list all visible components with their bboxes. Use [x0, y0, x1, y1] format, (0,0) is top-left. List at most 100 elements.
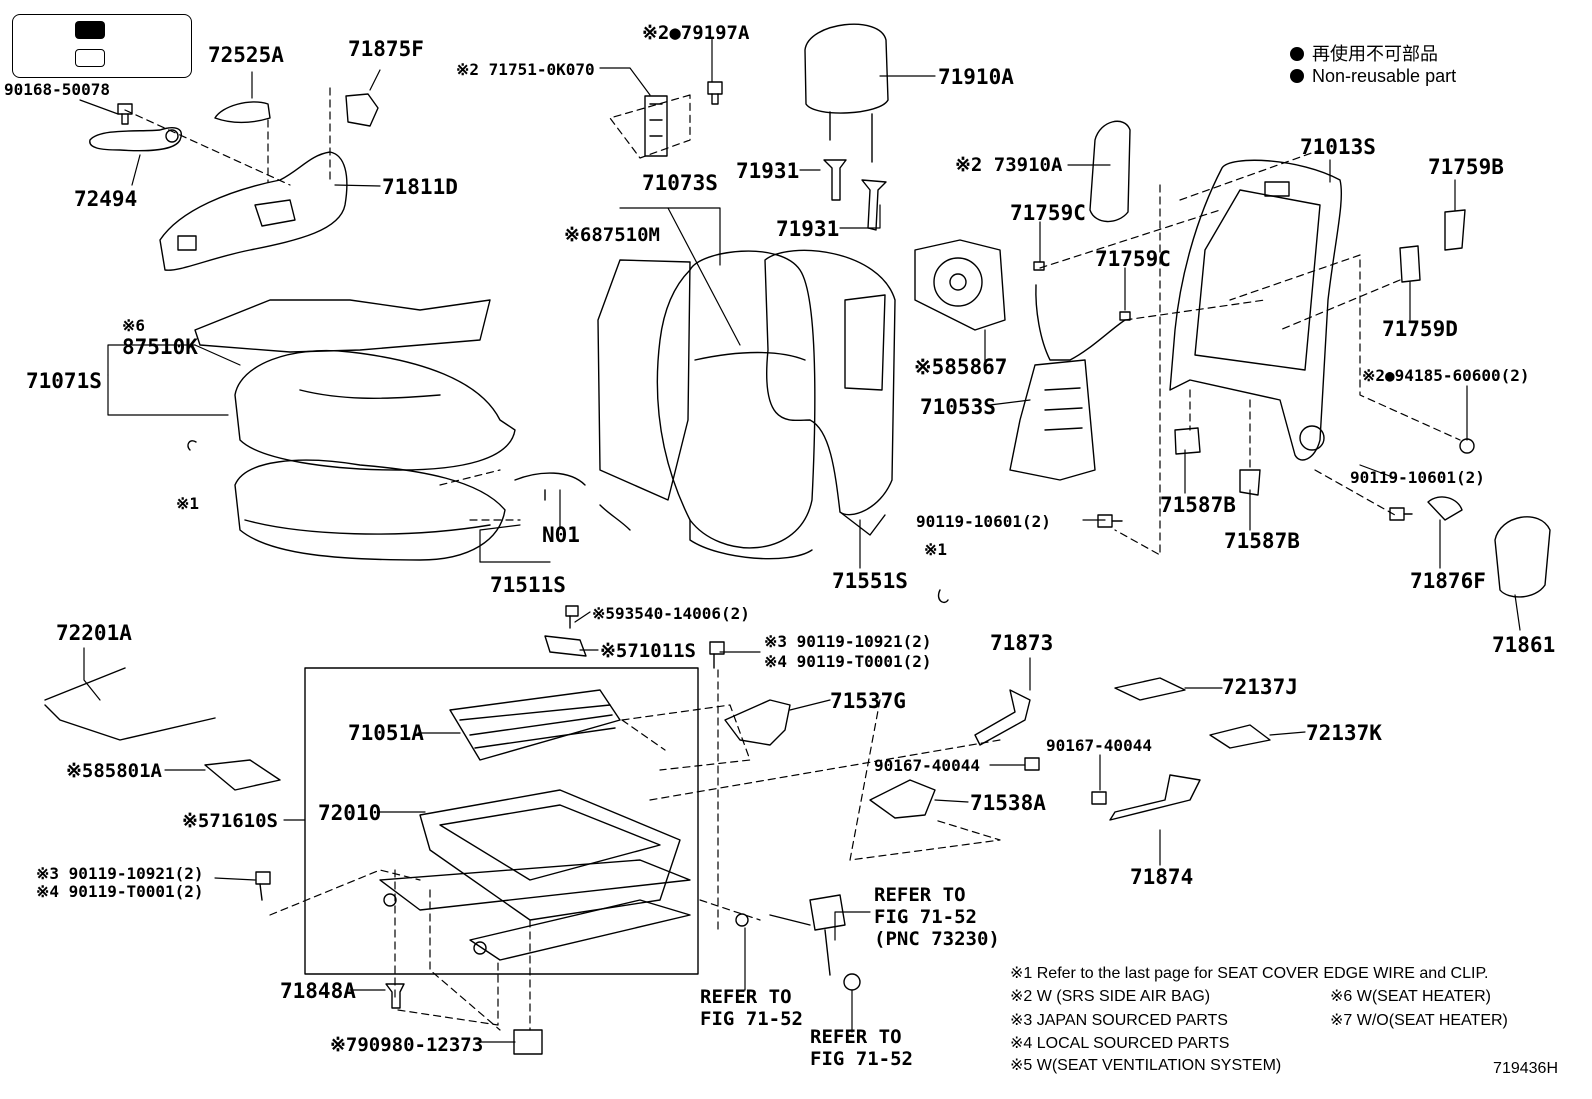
- label-85867: ※585867: [914, 355, 1008, 379]
- refer-to-1-pnc: (PNC 73230): [874, 928, 1000, 950]
- part-87510K: [194, 299, 491, 353]
- label-90167-40044-b: 90167-40044: [1046, 736, 1152, 755]
- part-85801A: [204, 759, 281, 791]
- part-93540: [565, 605, 579, 629]
- label-90119-10601-a: 90119-10601(2): [916, 512, 1051, 531]
- part-90167-b: [1091, 791, 1107, 805]
- label-71910A: 71910A: [938, 65, 1014, 89]
- part-71053S: [1009, 284, 1126, 481]
- note-2: ※2 W (SRS SIDE AIR BAG): [1010, 988, 1211, 1005]
- legend-jp-text: 再使用不可部品: [1312, 44, 1438, 64]
- refer-to-2-fig[interactable]: FIG 71-52: [700, 1008, 803, 1030]
- part-buckle: [769, 894, 861, 991]
- label-72525A: 72525A: [208, 43, 284, 67]
- refer-to-3-fig[interactable]: FIG 71-52: [810, 1048, 913, 1070]
- part-72201A: [44, 667, 216, 741]
- label-71876F: 71876F: [1410, 569, 1486, 593]
- part-72494: [89, 127, 182, 152]
- label-71071S: 71071S: [26, 369, 102, 393]
- label-71551S: 71551S: [832, 569, 908, 593]
- dashed-lines: [124, 87, 1461, 1031]
- part-71759D: [1399, 245, 1421, 283]
- label-93540-14006: ※593540-14006(2): [592, 604, 750, 623]
- label-79197A: ※2●79197A: [642, 22, 750, 44]
- label-72201A: 72201A: [56, 621, 132, 645]
- label-85801A: ※585801A: [66, 760, 162, 782]
- note-7: ※7 W/O(SEAT HEATER): [1330, 1012, 1508, 1029]
- legend-en: Non-reusable part: [1290, 66, 1456, 87]
- label-71051A: 71051A: [348, 721, 424, 745]
- label-90167-40044-a: 90167-40044: [874, 756, 980, 775]
- label-71759D: 71759D: [1382, 317, 1458, 341]
- part-71751: [644, 95, 668, 157]
- refer-to-2[interactable]: REFER TO: [700, 986, 792, 1008]
- part-71759C-a: [1033, 261, 1045, 271]
- part-72137J: [1114, 677, 1186, 701]
- label-71538A: 71538A: [970, 791, 1046, 815]
- label-72137K: 72137K: [1306, 721, 1382, 745]
- label-mark1-a: ※1: [176, 494, 200, 513]
- label-71011S: ※571011S: [600, 640, 696, 662]
- refer-to-1[interactable]: REFER TO: [874, 884, 966, 906]
- label-90119-10921-a: ※3 90119-10921(2): [764, 632, 932, 651]
- part-71759B: [1444, 209, 1466, 251]
- label-71861: 71861: [1492, 633, 1556, 657]
- label-72494: 72494: [74, 187, 138, 211]
- label-87510K-mark: ※6: [122, 316, 146, 335]
- label-71811D: 71811D: [382, 175, 458, 199]
- label-71759C-b: 71759C: [1095, 247, 1171, 271]
- note-3: ※3 JAPAN SOURCED PARTS: [1010, 1012, 1228, 1029]
- part-71861: [1494, 516, 1551, 598]
- part-85867: [914, 239, 1006, 331]
- key-filled-box: [75, 21, 105, 39]
- legend-en-text: Non-reusable part: [1312, 66, 1457, 86]
- label-71073S: 71073S: [642, 171, 718, 195]
- part-71071S: [234, 349, 516, 471]
- part-71587B-a: [1174, 427, 1201, 455]
- label-71759B: 71759B: [1428, 155, 1504, 179]
- part-71931-b: [861, 179, 887, 231]
- label-72010: 72010: [318, 801, 382, 825]
- label-71587B-b: 71587B: [1224, 529, 1300, 553]
- label-90119-10601-b: 90119-10601(2): [1350, 468, 1485, 487]
- label-90119-T0001-b: ※4 90119-T0001(2): [36, 882, 204, 901]
- label-71875F: 71875F: [348, 37, 424, 61]
- label-71511S: 71511S: [490, 573, 566, 597]
- label-71537G: 71537G: [830, 689, 906, 713]
- refer-to-3[interactable]: REFER TO: [810, 1026, 902, 1048]
- part-clip-a: [187, 440, 197, 451]
- part-71910A: [804, 23, 889, 163]
- part-N01: [514, 472, 631, 531]
- part-71511S: [234, 459, 506, 561]
- part-71848A: [385, 983, 405, 1009]
- label-71751-0K070: ※2 71751-0K070: [456, 60, 595, 79]
- part-washer: [735, 913, 749, 927]
- part-71551S: [764, 249, 896, 536]
- label-N01: N01: [542, 523, 580, 547]
- part-71013S: [1169, 159, 1343, 461]
- label-94185-60600: ※2●94185-60600(2): [1362, 366, 1530, 385]
- part-72525A: [214, 101, 271, 124]
- part-94185: [1459, 438, 1475, 454]
- part-71538A: [869, 779, 936, 819]
- part-87510M: [597, 259, 691, 501]
- label-90980-12373: ※790980-12373: [330, 1034, 484, 1056]
- label-71759C-a: 71759C: [1010, 201, 1086, 225]
- label-71874: 71874: [1130, 865, 1194, 889]
- label-mark1-b: ※1: [924, 540, 948, 559]
- part-72010: [379, 789, 691, 961]
- part-71051A: [449, 689, 621, 761]
- part-90168: [117, 103, 133, 125]
- part-71873: [974, 689, 1031, 746]
- part-90119-10921-b: [255, 871, 271, 901]
- label-71931-b: 71931: [776, 217, 840, 241]
- label-71931-a: 71931: [736, 159, 800, 183]
- part-71759C-b: [1119, 311, 1131, 321]
- refer-to-1-fig[interactable]: FIG 71-52: [874, 906, 977, 928]
- label-87510M: ※687510M: [564, 224, 660, 246]
- part-71537G: [724, 699, 791, 746]
- leader-lines: [79, 37, 1521, 1043]
- part-71011S: [544, 635, 587, 657]
- part-71874: [1109, 774, 1201, 821]
